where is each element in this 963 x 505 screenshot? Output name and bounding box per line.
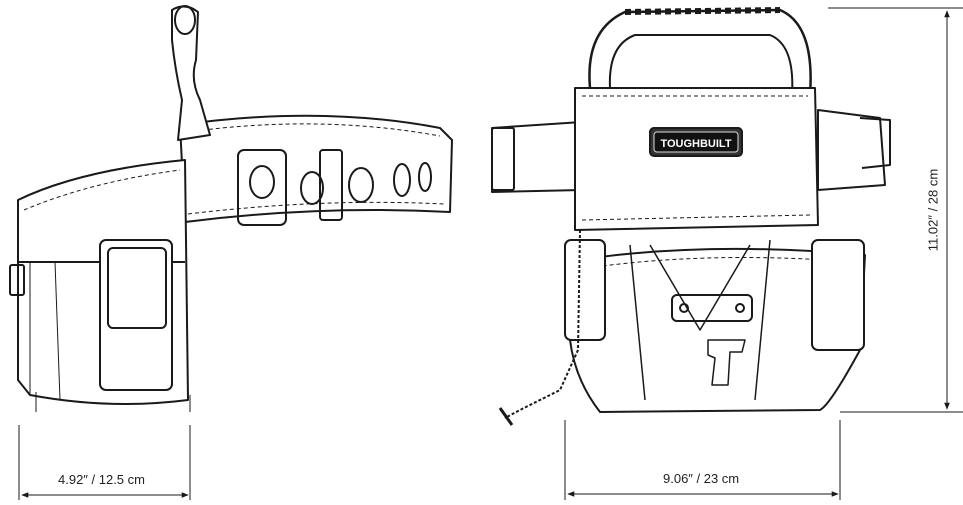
dimension-lines <box>18 7 963 500</box>
chain <box>504 229 581 419</box>
front-view-belt <box>491 109 891 193</box>
phone-pocket <box>99 239 173 391</box>
height-dimension-label: 11.02″ / 28 cm <box>925 168 941 252</box>
logo-text: TOUGHBUILT <box>660 138 731 150</box>
toughbuilt-logo: TOUGHBUILT <box>649 127 743 157</box>
front-view-pouch <box>498 87 866 426</box>
hammer-loop <box>171 5 211 141</box>
side-view-pouch <box>9 159 191 412</box>
side-view-belt <box>179 114 453 226</box>
carry-handle <box>588 7 812 96</box>
depth-dimension-label: 4.92″ / 12.5 cm <box>58 472 145 487</box>
buckle-icon <box>237 149 287 226</box>
width-dimension-label: 9.06″ / 23 cm <box>663 471 740 486</box>
